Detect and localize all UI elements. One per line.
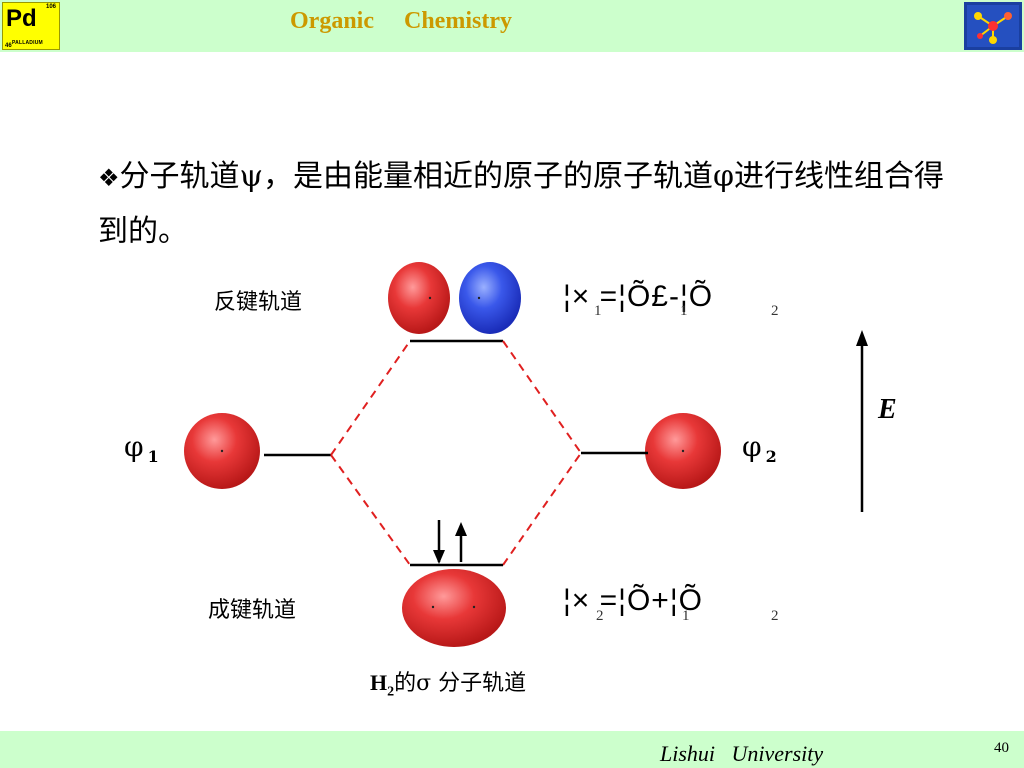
- bonding-orbital: [402, 569, 506, 647]
- bonding-label: 成键轨道: [208, 598, 297, 623]
- bonding-equation: ¦× =¦Õ+¦Õ: [563, 584, 703, 617]
- arrow-head: [455, 522, 467, 536]
- correlation-line: [502, 452, 582, 566]
- eq-subscript: 1: [682, 608, 690, 624]
- eq-subscript: 1: [594, 303, 602, 319]
- nucleus-dot: [472, 605, 476, 609]
- correlation-line: [502, 340, 582, 454]
- nucleus-dot: [428, 296, 432, 300]
- element-symbol: Pd: [6, 5, 37, 32]
- element-mass: 106: [45, 4, 56, 10]
- correlation-line: [330, 340, 411, 456]
- diagram-caption: H2的σ 分子轨道: [370, 670, 527, 700]
- eq-subscript: 2: [771, 303, 779, 319]
- element-tile-logo: Pd 106 PALLADIUM 46: [2, 2, 60, 50]
- element-number: 46: [5, 43, 12, 49]
- antibonding-equation: ¦× =¦Õ£-¦Õ: [563, 280, 714, 313]
- correlation-line: [330, 454, 411, 566]
- energy-axis-arrow-head: [856, 330, 868, 346]
- energy-axis-label: E: [878, 394, 897, 425]
- bullet-paragraph: ❖分子轨道ψ，是由能量相近的原子的原子轨道φ进行线性组合得到的。: [98, 150, 958, 259]
- antibonding-red-lobe: [388, 262, 450, 334]
- bullet-diamond-icon: ❖: [98, 164, 120, 192]
- eq-subscript: 2: [771, 608, 779, 624]
- footer-university: Lishui University: [660, 741, 824, 766]
- bullet-text: 分子轨道ψ，是由能量相近的原子的原子轨道φ进行线性组合得到的。: [98, 159, 945, 249]
- molecule-logo-icon: [964, 2, 1022, 50]
- nucleus-dot: [477, 296, 481, 300]
- nucleus-dot: [431, 605, 435, 609]
- nucleus-dot: [220, 449, 224, 453]
- element-name: PALLADIUM: [12, 40, 43, 46]
- antibonding-blue-lobe: [459, 262, 521, 334]
- arrow-head: [433, 550, 445, 564]
- page-title: Organic Chemistry: [290, 8, 512, 34]
- antibonding-label: 反键轨道: [214, 290, 303, 315]
- page-number: 40: [994, 740, 1009, 756]
- footer-bar: [0, 731, 1024, 768]
- header-bar: [0, 0, 1024, 52]
- nucleus-dot: [681, 449, 685, 453]
- eq-subscript: 1: [680, 303, 688, 319]
- eq-subscript: 2: [596, 608, 604, 624]
